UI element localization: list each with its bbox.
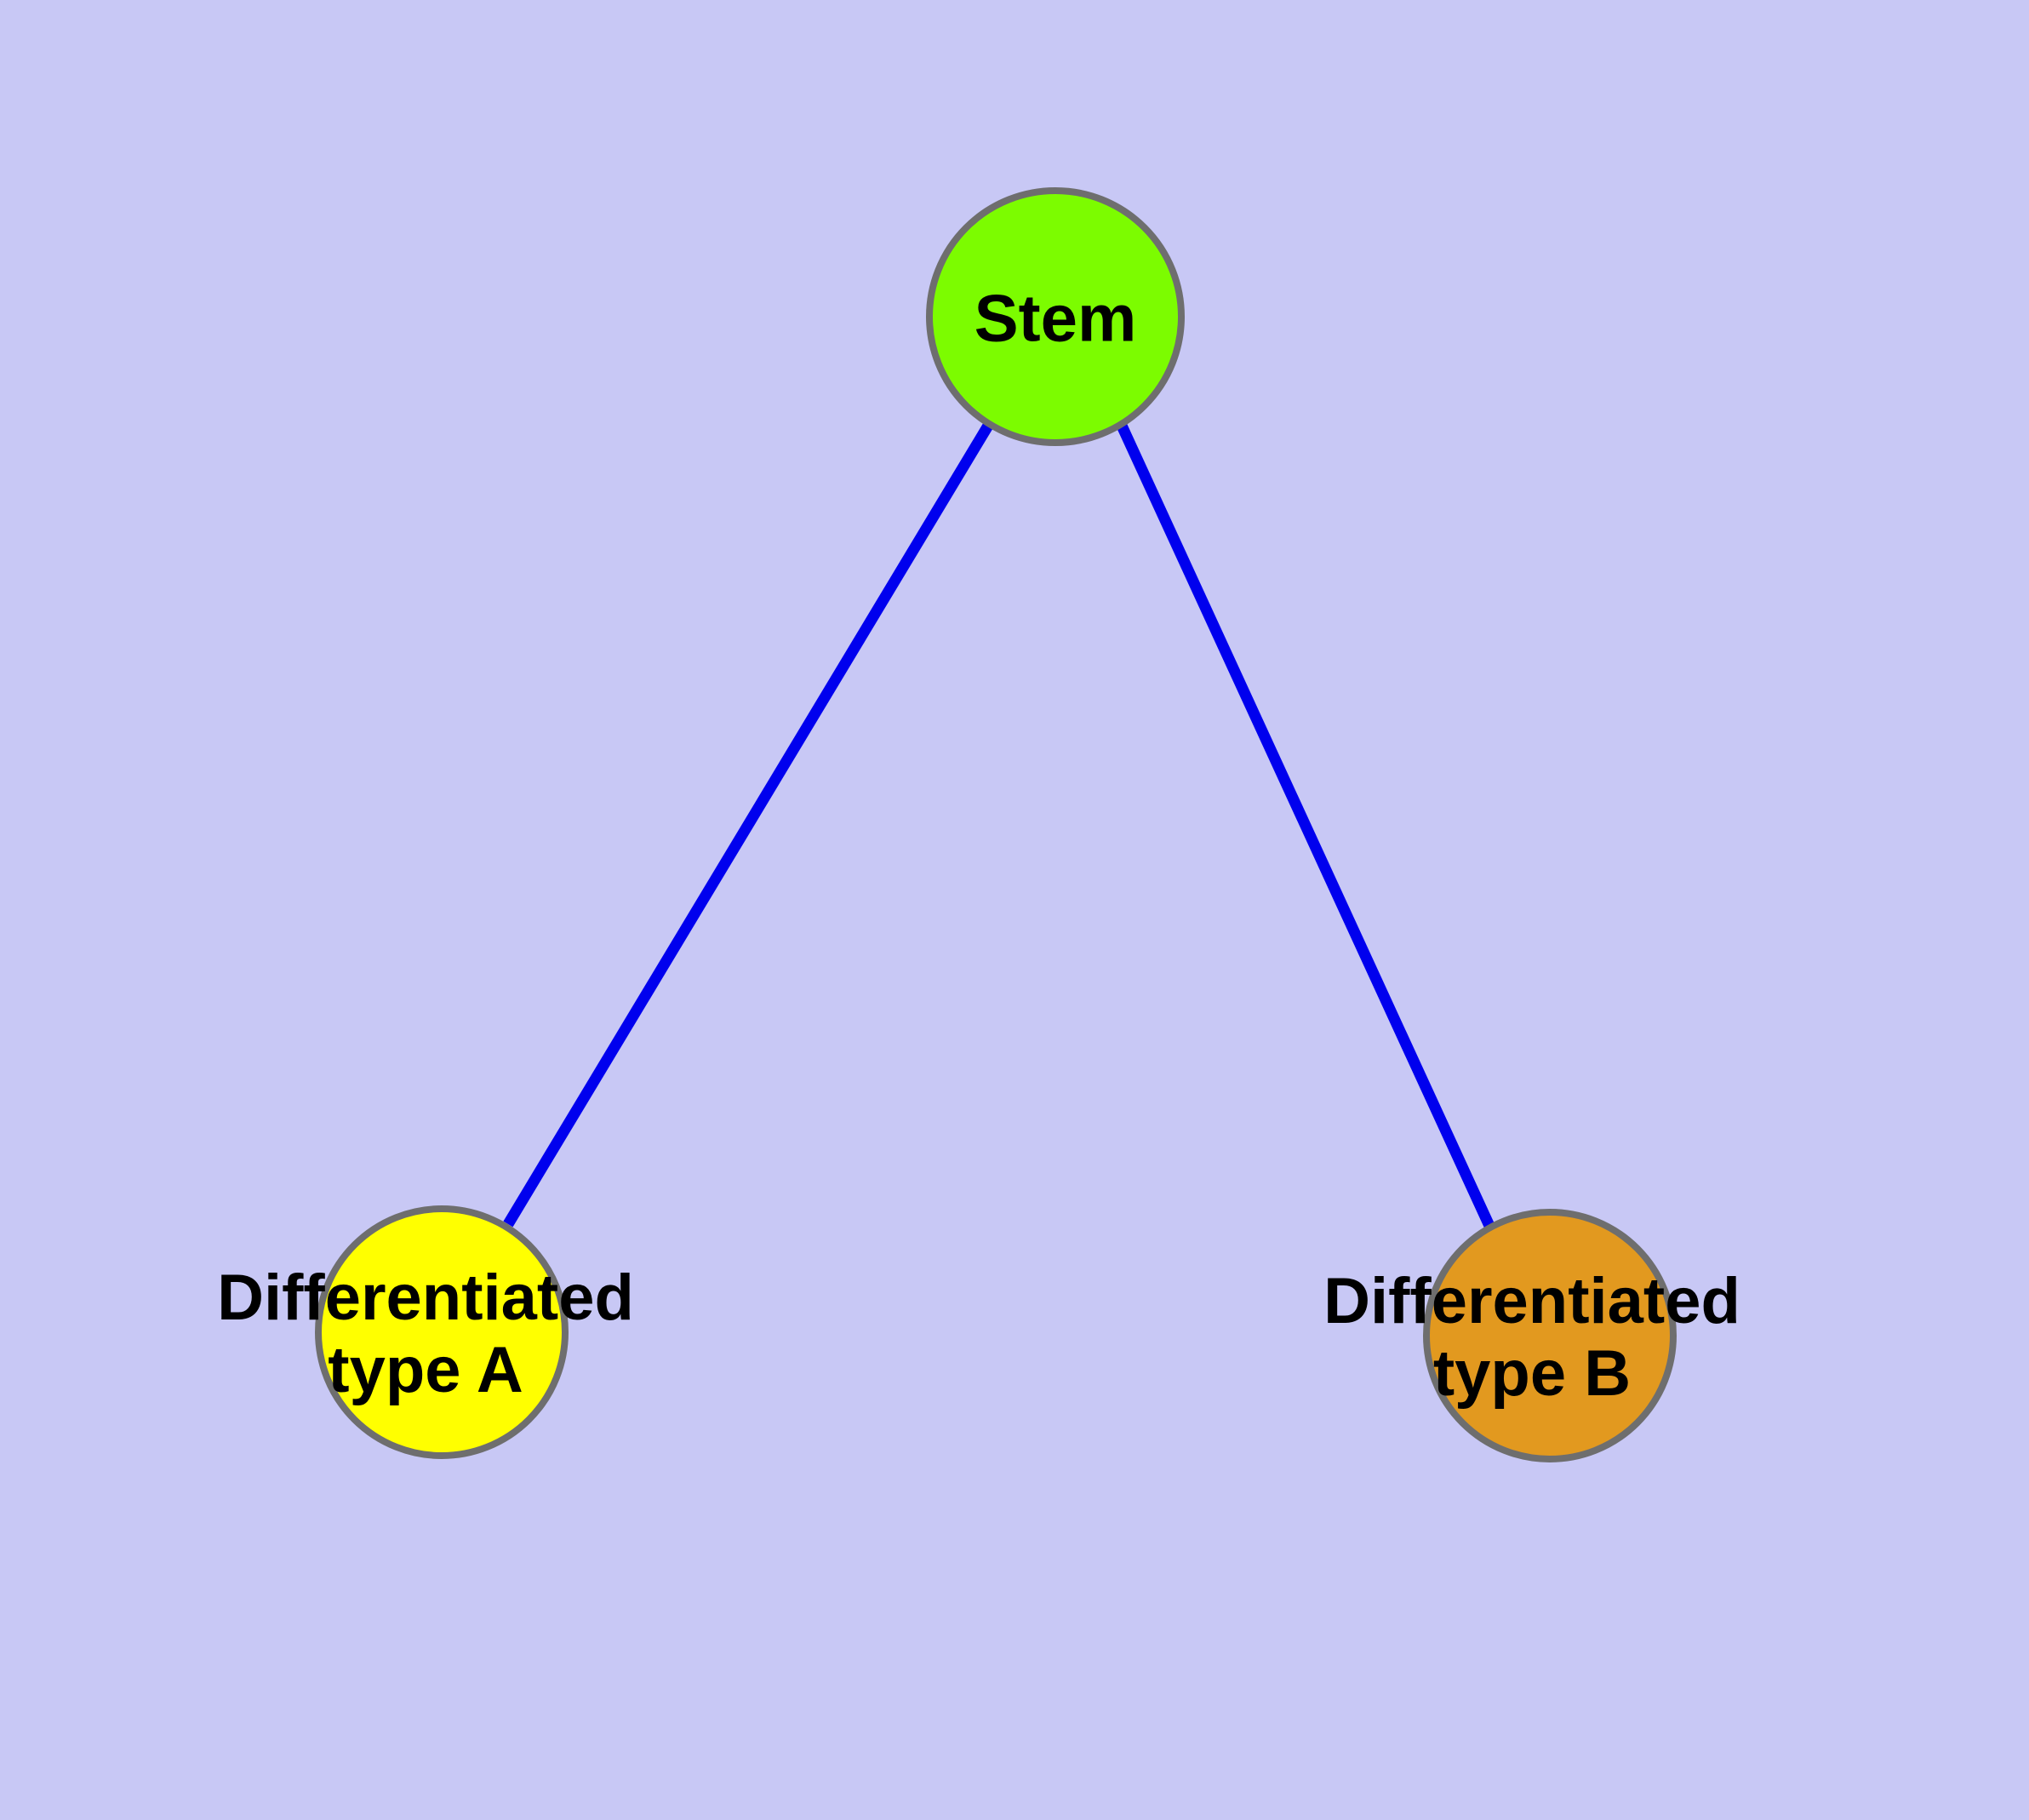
node-diff-b[interactable] (1423, 1209, 1677, 1462)
edges-layer (503, 422, 1495, 1228)
nodes-layer (315, 187, 1677, 1462)
node-stem[interactable] (926, 187, 1185, 446)
node-diff-a[interactable] (315, 1205, 569, 1459)
edge-stem-to-diff-b[interactable] (1117, 423, 1495, 1228)
edge-stem-to-diff-a[interactable] (503, 422, 993, 1228)
